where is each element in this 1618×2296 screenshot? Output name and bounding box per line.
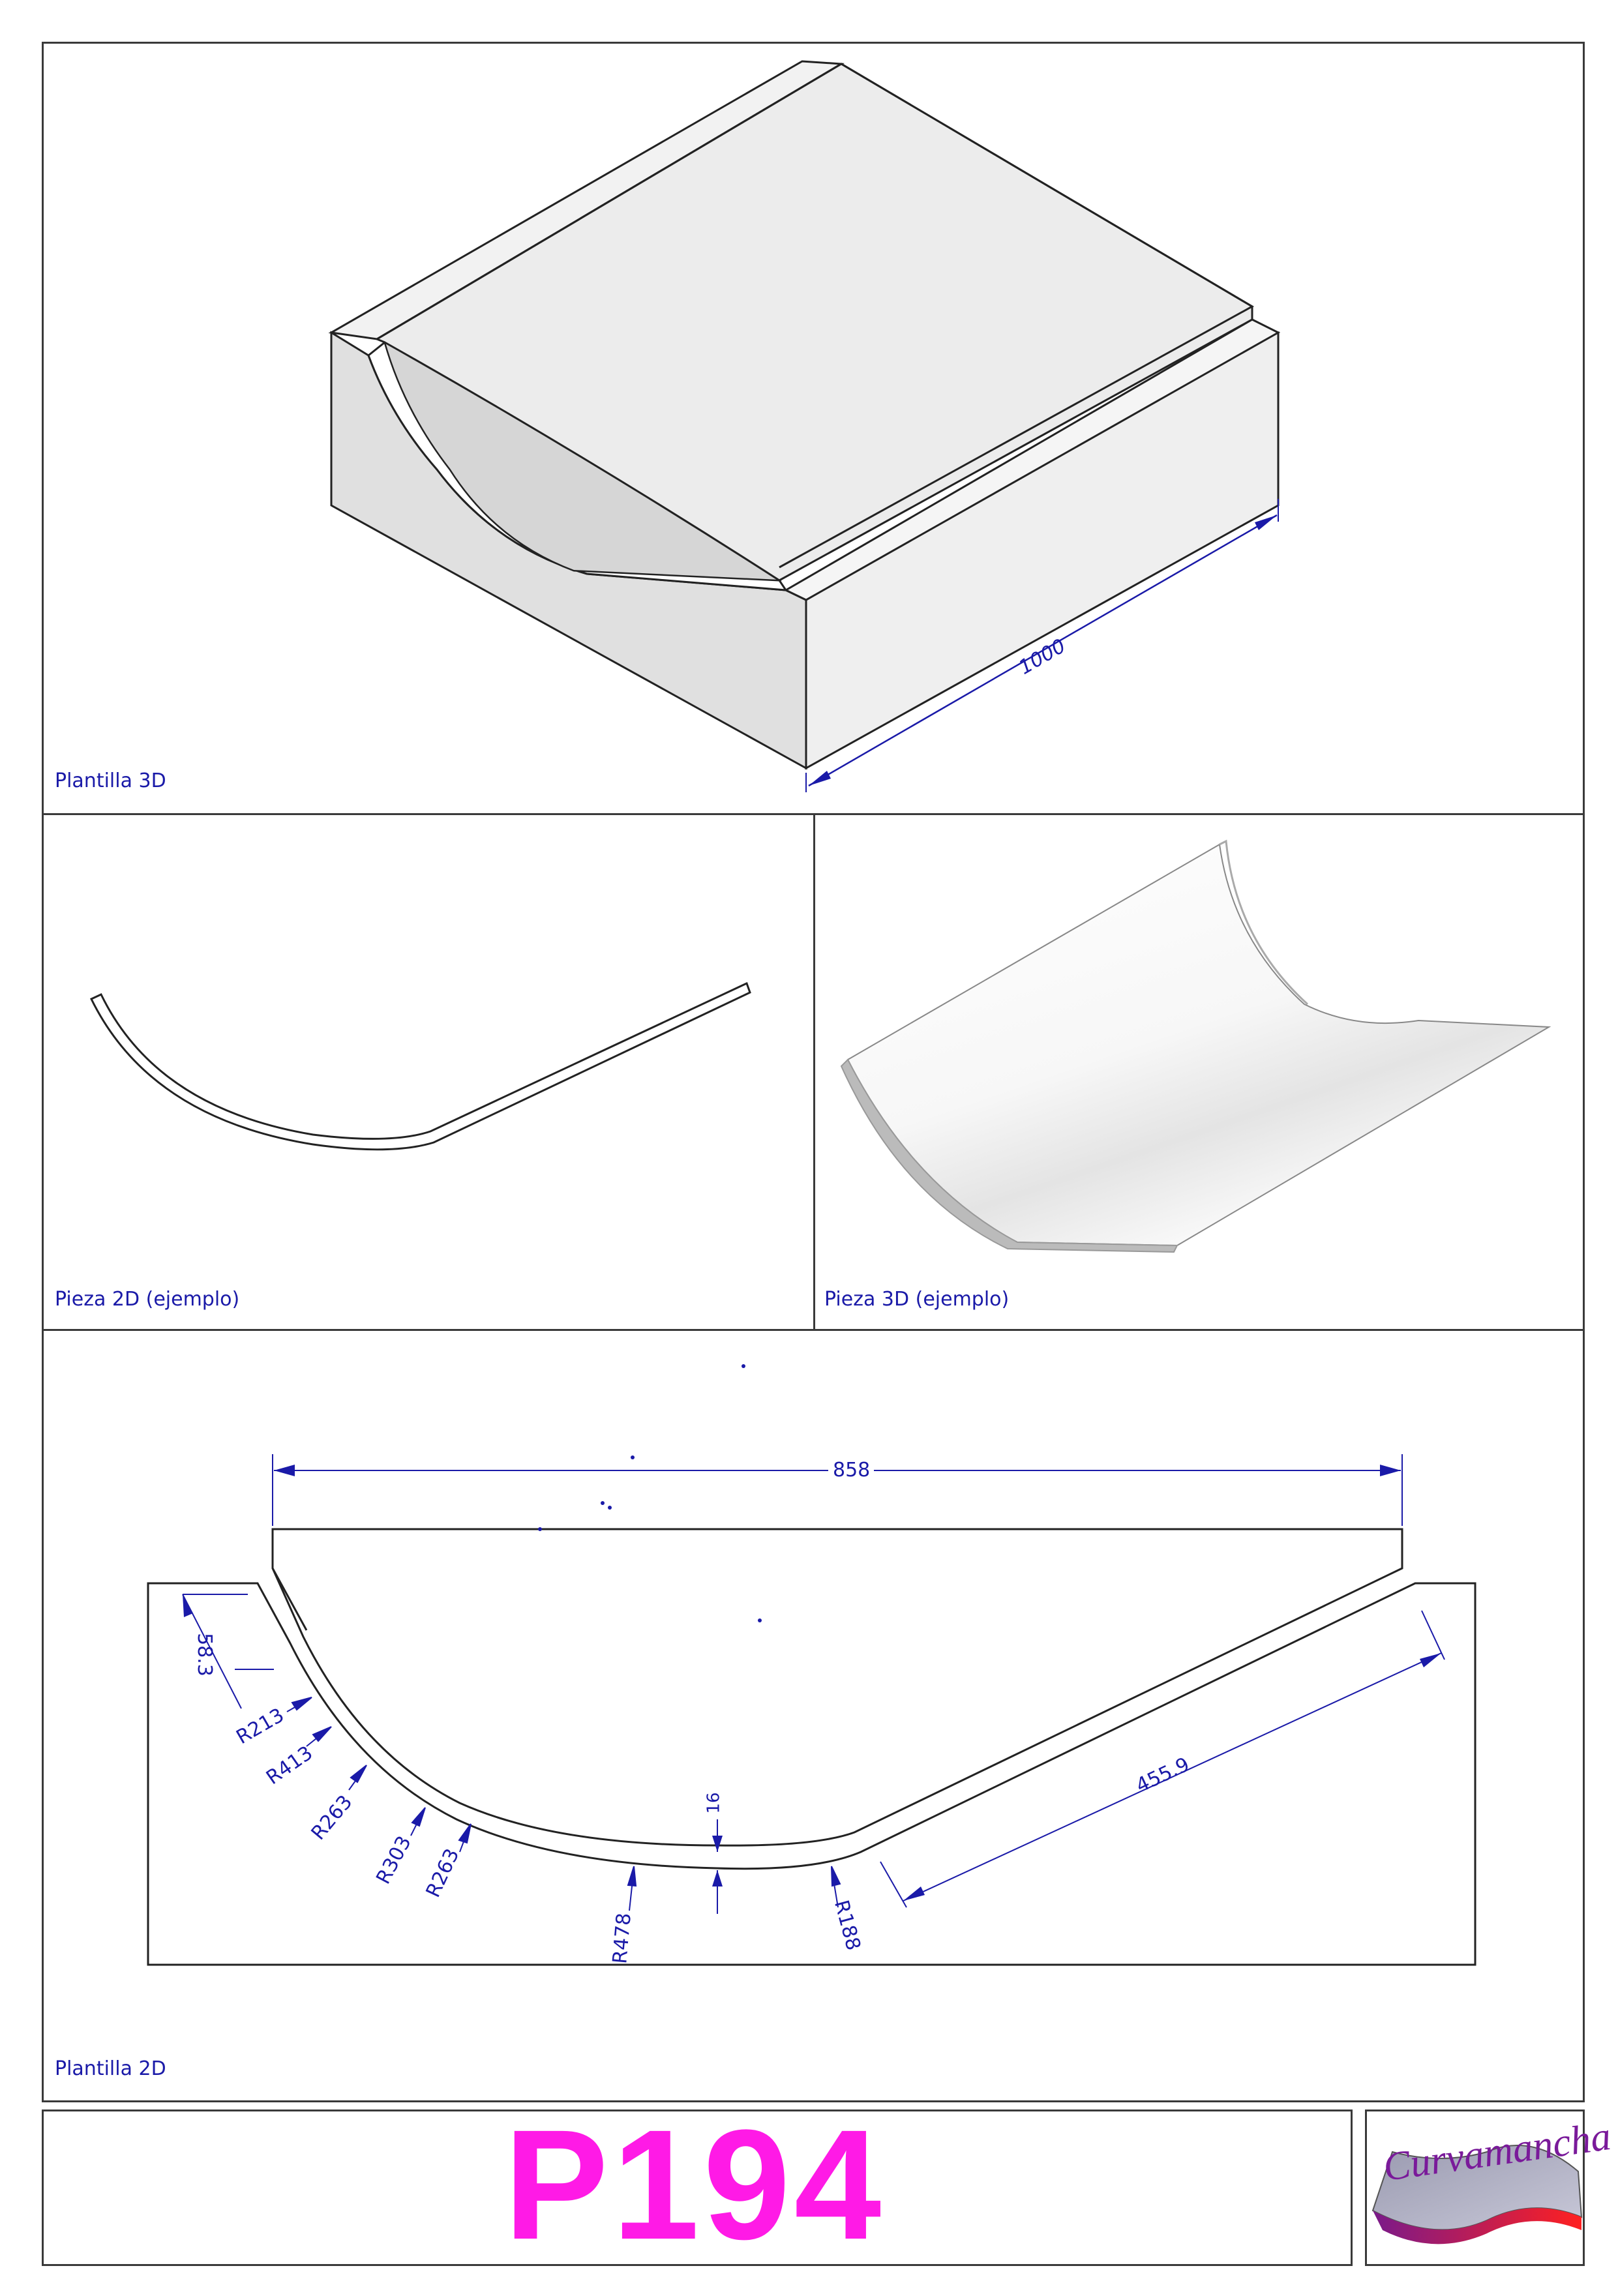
radius-leaders <box>286 1697 841 1911</box>
part-code: P194 <box>503 2097 886 2272</box>
pieza-2d-profile <box>89 981 751 1151</box>
block-top-face <box>374 63 1253 582</box>
stray-points <box>538 1364 762 1622</box>
panel-label-pieza-3d: Pieza 3D (ejemplo) <box>824 1288 1010 1311</box>
panel-label-plantilla-3d: Plantilla 3D <box>55 769 166 792</box>
dimension-858 <box>272 1454 1403 1526</box>
plantilla-2d-piece <box>271 1528 1403 1847</box>
dimension-455-9 <box>880 1610 1445 1908</box>
dimension-58-3 <box>182 1594 274 1709</box>
panel-label-pieza-2d: Pieza 2D (ejemplo) <box>55 1288 240 1311</box>
dimension-16 <box>712 1819 723 1914</box>
plantilla-2d-outline <box>147 1582 1476 1966</box>
title-block-logo-box <box>1365 2110 1585 2266</box>
dimension-858-label: 858 <box>833 1459 871 1482</box>
pieza-3d-edge <box>840 1058 1178 1253</box>
panel-plantilla-2d <box>42 1329 1585 2102</box>
panel-label-plantilla-2d: Plantilla 2D <box>55 2057 166 2080</box>
block-step-top <box>783 318 1281 601</box>
title-block-code-box <box>42 2110 1353 2266</box>
dimension-1000 <box>805 499 1279 792</box>
